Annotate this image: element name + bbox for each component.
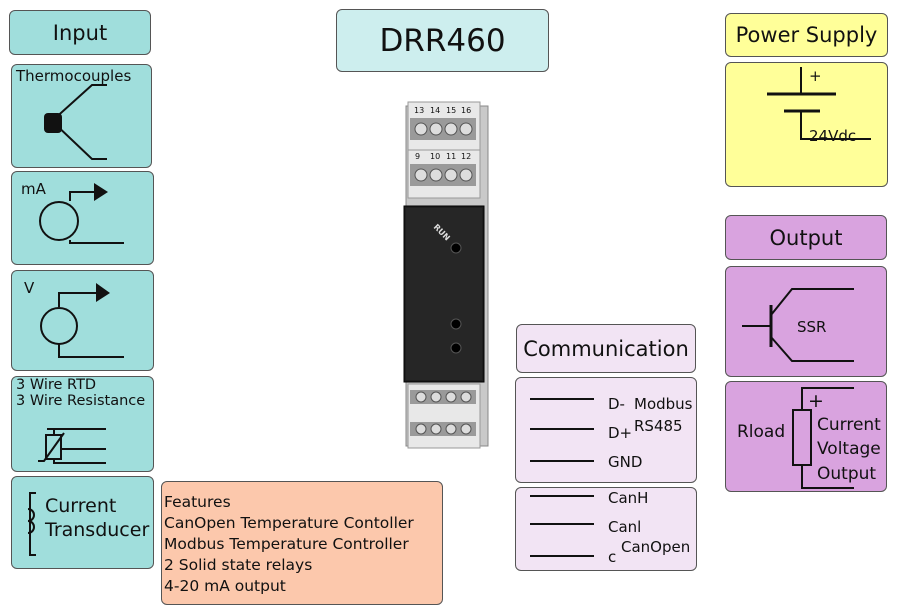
rload-label: Rload: [737, 422, 786, 442]
current-transducer-symbol: [27, 492, 36, 556]
v-panel: V: [11, 270, 154, 371]
rtd-symbol: [38, 428, 106, 464]
current-source-symbol: [39, 183, 124, 244]
power-plus-label: +: [809, 67, 822, 85]
terminal-number: 14: [430, 106, 441, 115]
terminal-number: 9: [415, 152, 421, 161]
battery-symbol: [767, 67, 871, 140]
features-line: CanOpen Temperature Contoller: [164, 514, 414, 532]
modbus-panel: D- D+ GND Modbus RS485: [515, 377, 697, 483]
canopen-pin-label: c: [608, 548, 617, 566]
terminal-number: 12: [461, 152, 472, 161]
canopen-lines: [530, 495, 594, 557]
analog-output-panel: Rload + Current Voltage Output: [725, 381, 887, 492]
canopen-label: CanOpen: [621, 538, 691, 556]
output-header: Output: [725, 215, 887, 260]
rtd-panel: 3 Wire RTD 3 Wire Resistance: [11, 376, 154, 472]
ssr-panel: SSR: [725, 266, 887, 377]
modbus-lines: [530, 398, 594, 462]
input-header-label: Input: [52, 20, 108, 45]
communication-header: Communication: [516, 324, 696, 373]
canopen-pin-label: CanH: [608, 489, 649, 507]
din-rail-module: 13 14 15 16 9 10 11 12 RUN: [403, 100, 489, 450]
features-panel: Features CanOpen Temperature Contoller M…: [161, 481, 443, 605]
terminal-number: 11: [446, 152, 457, 161]
transistor-symbol: [742, 288, 854, 362]
thermocouple-panel: Thermocouples: [11, 64, 152, 168]
output-header-label: Output: [769, 225, 843, 250]
features-line: 4-20 mA output: [164, 577, 286, 595]
thermocouple-label: Thermocouples: [16, 67, 132, 85]
title-box: DRR460: [336, 9, 549, 72]
modbus-pin-label: GND: [608, 453, 643, 471]
current-transducer-line1: Current: [45, 495, 117, 517]
terminal-number: 10: [430, 152, 441, 161]
input-header: Input: [9, 10, 151, 55]
canopen-pin-label: Canl: [608, 518, 642, 536]
current-transducer-line2: Transducer: [45, 519, 150, 541]
rtd-label-line2: 3 Wire Resistance: [16, 393, 146, 409]
ssr-label: SSR: [797, 318, 827, 336]
current-transducer-panel: Current Transducer: [11, 476, 154, 569]
power-supply-panel: + 24Vdc: [725, 62, 888, 187]
terminal-number: 15: [446, 106, 457, 115]
rs485-label: RS485: [634, 417, 683, 435]
modbus-label: Modbus: [634, 395, 693, 413]
output-plus-label: +: [808, 390, 824, 412]
modbus-pin-label: D-: [608, 395, 625, 413]
power-supply-header-label: Power Supply: [735, 23, 878, 47]
modbus-pin-label: D+: [608, 424, 633, 442]
power-voltage-label: 24Vdc: [809, 127, 857, 145]
v-label: V: [24, 279, 35, 297]
ma-label: mA: [21, 180, 46, 198]
communication-header-label: Communication: [523, 336, 689, 361]
canopen-panel: CanH Canl c CanOpen: [515, 487, 697, 571]
output-label-voltage: Voltage: [817, 439, 881, 459]
voltage-source-symbol: [40, 283, 124, 358]
rtd-label-line1: 3 Wire RTD: [16, 377, 97, 393]
terminal-number: 16: [461, 106, 472, 115]
thermocouple-symbol: [44, 84, 107, 160]
features-line: Features: [164, 493, 231, 511]
output-label-current: Current: [817, 415, 881, 435]
load-resistor-symbol: [792, 387, 854, 489]
features-line: 2 Solid state relays: [164, 556, 313, 574]
output-label-output: Output: [817, 464, 877, 484]
page-title: DRR460: [379, 22, 506, 59]
power-supply-header: Power Supply: [725, 13, 888, 57]
module-drawing: [403, 101, 489, 449]
ma-panel: mA: [11, 171, 154, 265]
terminal-number: 13: [414, 106, 425, 115]
features-line: Modbus Temperature Controller: [164, 535, 409, 553]
